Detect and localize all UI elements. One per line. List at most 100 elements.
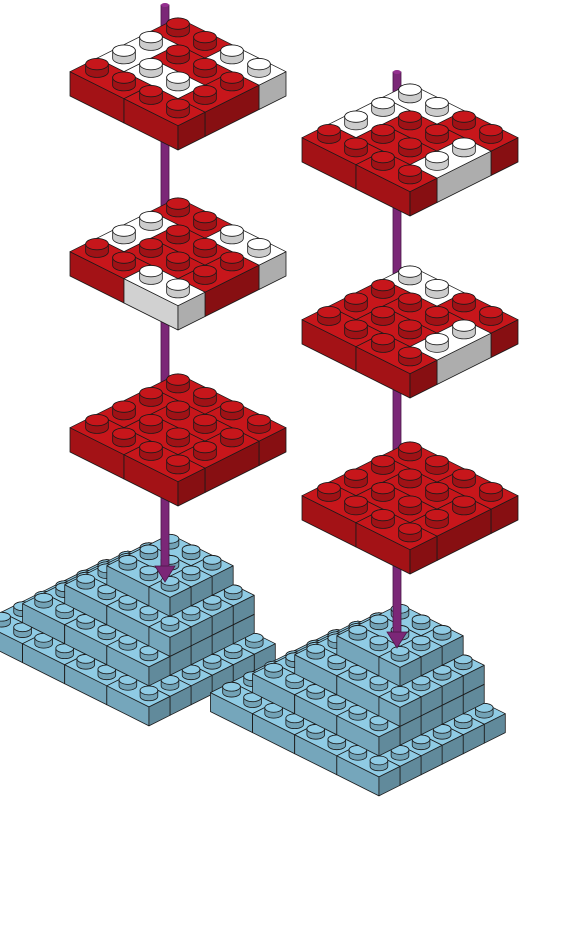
- stud: [193, 85, 217, 105]
- stud: [371, 509, 395, 529]
- stud: [452, 468, 476, 489]
- stud: [398, 522, 422, 543]
- stud: [85, 238, 109, 258]
- stud: [425, 279, 449, 299]
- stud: [371, 151, 395, 171]
- brick: [355, 508, 438, 575]
- brick: [355, 332, 438, 399]
- stud: [452, 110, 476, 131]
- stack-layer-red-with-white-ends: [301, 265, 519, 399]
- stud: [34, 592, 53, 609]
- stud: [247, 238, 271, 258]
- stud: [139, 58, 163, 78]
- stud: [220, 71, 244, 92]
- stud: [193, 265, 217, 285]
- right-blue-base-mound: [210, 603, 506, 797]
- stud: [344, 495, 368, 516]
- stud: [371, 124, 395, 144]
- stud: [139, 211, 163, 231]
- stud: [181, 544, 201, 561]
- brick: [378, 645, 422, 687]
- stack-layer-white-corner-red-rest: [301, 83, 519, 217]
- stud: [452, 319, 476, 340]
- stud: [369, 715, 389, 732]
- arrow-head: [386, 631, 408, 649]
- stud: [166, 454, 190, 475]
- stud: [398, 441, 422, 462]
- stud: [371, 97, 395, 117]
- stud: [139, 265, 163, 285]
- stud: [398, 110, 422, 131]
- stud: [220, 251, 244, 272]
- stud: [139, 238, 163, 258]
- stack-layer-red-white-checker: [69, 17, 287, 151]
- stud: [425, 509, 449, 529]
- stud: [139, 85, 163, 105]
- stud: [425, 333, 449, 353]
- stud: [398, 346, 422, 367]
- stud: [139, 565, 159, 582]
- stud: [479, 482, 503, 502]
- stud: [371, 306, 395, 326]
- arrow-head: [154, 565, 176, 583]
- brick: [336, 744, 401, 797]
- stud: [425, 124, 449, 144]
- stud: [112, 427, 136, 448]
- stud: [112, 44, 136, 65]
- stud: [369, 614, 389, 631]
- stud: [166, 278, 190, 299]
- right-stack-layers: [301, 83, 519, 575]
- stud: [452, 137, 476, 158]
- stud: [97, 584, 117, 601]
- stud: [411, 614, 431, 631]
- stud: [398, 319, 422, 340]
- stud: [85, 414, 109, 434]
- stud: [264, 702, 283, 719]
- stud: [181, 605, 201, 622]
- stud: [398, 164, 422, 185]
- stud: [369, 635, 389, 652]
- stud: [479, 306, 503, 326]
- brick: [106, 674, 171, 727]
- stud: [371, 455, 395, 475]
- stud: [425, 482, 449, 502]
- stud: [425, 306, 449, 326]
- stack-layer-all-red: [69, 373, 287, 507]
- brick: [123, 84, 206, 151]
- stud: [112, 224, 136, 245]
- left-stack-layers: [69, 17, 287, 507]
- stud: [317, 306, 341, 326]
- brick: [409, 495, 492, 561]
- stud: [220, 427, 244, 448]
- stud: [398, 468, 422, 489]
- stack-layer-all-red: [301, 441, 519, 575]
- stud: [398, 83, 422, 104]
- stud: [193, 31, 217, 51]
- stud: [139, 685, 159, 702]
- stud: [220, 400, 244, 421]
- stud: [193, 238, 217, 258]
- guide-rod-cap: [393, 70, 401, 74]
- stud: [452, 292, 476, 313]
- stud: [166, 400, 190, 421]
- stud: [398, 265, 422, 286]
- stud: [390, 686, 410, 702]
- brick: [378, 685, 422, 727]
- stud: [371, 333, 395, 353]
- brick: [336, 704, 401, 757]
- stud: [0, 611, 11, 628]
- stud: [317, 124, 341, 144]
- stud: [160, 616, 180, 632]
- stud: [193, 211, 217, 231]
- stud: [222, 681, 241, 698]
- stud: [344, 468, 368, 489]
- brick: [123, 440, 206, 507]
- stud: [398, 137, 422, 158]
- stud: [223, 643, 243, 660]
- stud: [344, 319, 368, 340]
- stud: [425, 151, 449, 171]
- stud: [193, 414, 217, 434]
- stud: [76, 574, 96, 590]
- stud: [112, 251, 136, 272]
- stud: [181, 565, 201, 582]
